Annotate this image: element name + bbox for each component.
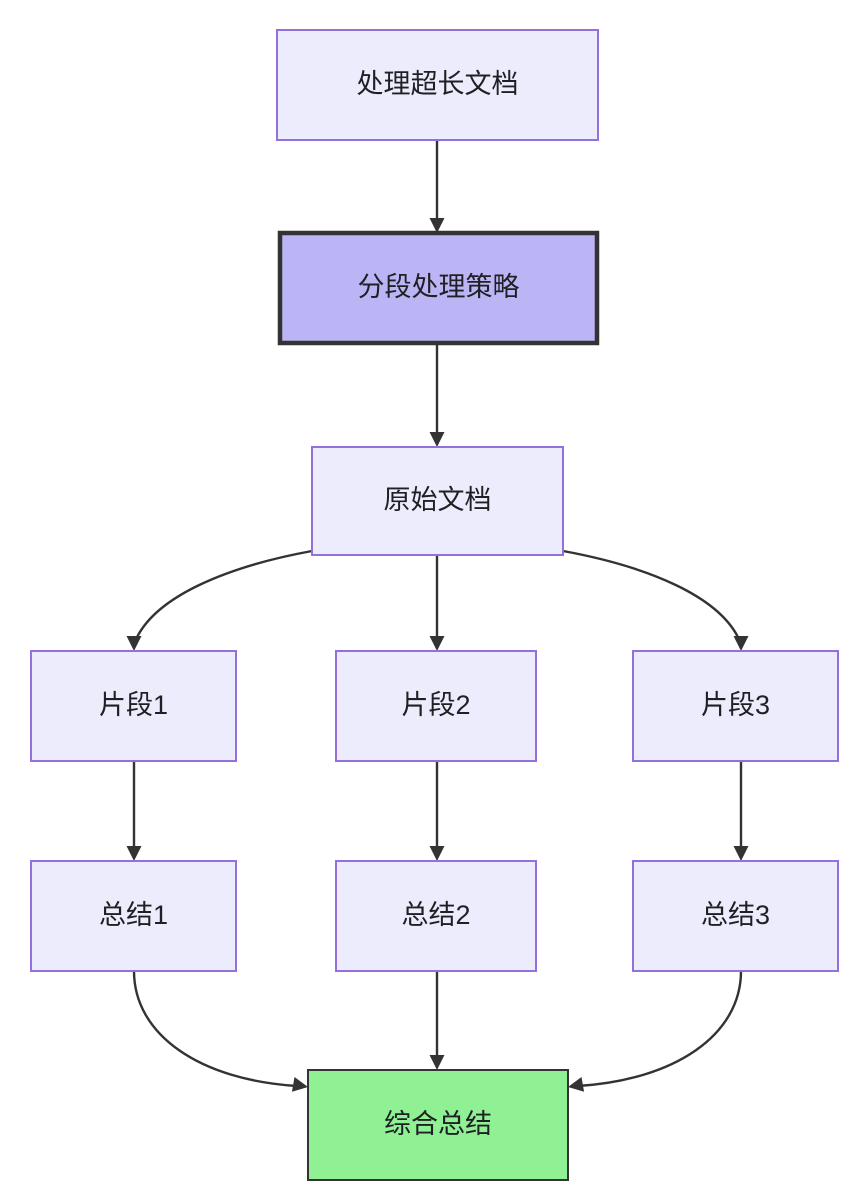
arrowhead-layer <box>126 218 749 1092</box>
node-label: 总结2 <box>401 900 470 930</box>
node-rect <box>335 650 537 762</box>
node-layer: 处理超长文档 分段处理策略 原始文档 片段1 片段2 片段3 总结1 总结2 <box>30 29 839 1181</box>
node-label: 片段2 <box>401 690 470 720</box>
node-label: 总结1 <box>99 900 168 930</box>
node-fragment-2[interactable]: 片段2 <box>335 650 537 762</box>
node-label: 原始文档 <box>384 485 492 515</box>
node-rect <box>307 1069 569 1181</box>
node-label: 片段3 <box>701 690 770 720</box>
edge-n9-n10 <box>577 970 743 1088</box>
edge-n3-n4 <box>132 549 313 645</box>
node-rect <box>335 860 537 972</box>
edge-n7-n10 <box>132 970 298 1088</box>
node-rect <box>632 650 839 762</box>
node-rect <box>632 860 839 972</box>
arrowhead-into-n2 <box>429 218 445 233</box>
node-original-document[interactable]: 原始文档 <box>311 446 564 556</box>
node-rect <box>276 29 599 141</box>
arrowhead-into-n4 <box>126 636 142 651</box>
node-rect <box>311 446 564 556</box>
arrowhead-into-n8 <box>429 846 445 861</box>
node-rect <box>30 860 237 972</box>
node-summary-1[interactable]: 总结1 <box>30 860 237 972</box>
node-summary-2[interactable]: 总结2 <box>335 860 537 972</box>
node-label: 片段1 <box>99 690 168 720</box>
node-rect <box>30 650 237 762</box>
arrowhead-into-n5 <box>429 636 445 651</box>
edge-layer <box>132 140 743 1088</box>
node-fragment-3[interactable]: 片段3 <box>632 650 839 762</box>
node-comprehensive-summary[interactable]: 综合总结 <box>307 1069 569 1181</box>
arrowhead-into-n3 <box>429 432 445 447</box>
node-rect <box>277 230 600 346</box>
node-label: 处理超长文档 <box>357 69 519 99</box>
node-label: 综合总结 <box>384 1109 492 1139</box>
node-process-long-document[interactable]: 处理超长文档 <box>276 29 599 141</box>
node-label: 总结3 <box>701 900 770 930</box>
node-chunking-strategy[interactable]: 分段处理策略 <box>277 230 600 346</box>
arrowhead-into-n10-left <box>291 1077 308 1092</box>
arrowhead-into-n9 <box>733 846 749 861</box>
node-summary-3[interactable]: 总结3 <box>632 860 839 972</box>
node-label: 分段处理策略 <box>358 272 520 302</box>
arrowhead-into-n7 <box>126 846 142 861</box>
arrowhead-into-n10-right <box>568 1077 585 1092</box>
arrowhead-into-n6 <box>733 636 749 651</box>
edge-n3-n6 <box>562 549 743 645</box>
arrowhead-into-n10-top <box>429 1055 445 1070</box>
node-fragment-1[interactable]: 片段1 <box>30 650 237 762</box>
